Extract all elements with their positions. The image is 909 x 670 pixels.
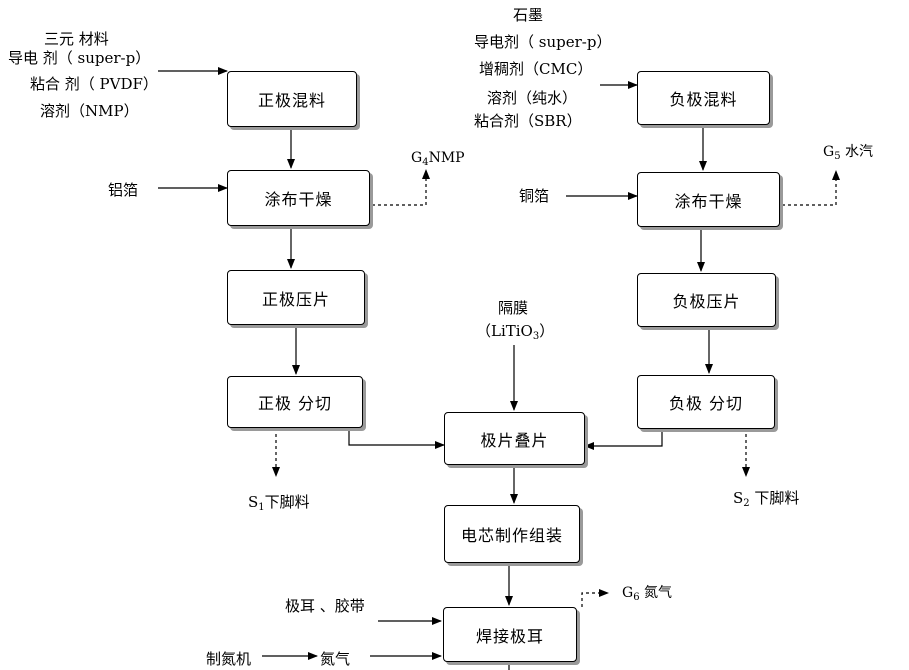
label-pos-material-4: 溶剂（NMP） <box>40 102 139 120</box>
dashed-weld-to-g6 <box>581 589 609 607</box>
label-neg-material-4: 溶剂（纯水） <box>487 89 578 107</box>
label-pos-material-3: 粘合 剂（ PVDF） <box>30 75 158 93</box>
box-assemble: 电芯制作组装 <box>444 505 580 563</box>
label-nitrogen-machine: 制氮机 <box>206 650 252 668</box>
label-g4-nmp: G4NMP <box>411 150 465 168</box>
label-al-foil: 铝箔 <box>108 181 139 199</box>
label-g6-nitrogen: G6 氮气 <box>622 585 673 603</box>
label-pos-material-2: 导电 剂（ super-p） <box>8 49 151 67</box>
box-pos-press: 正极压片 <box>227 270 365 325</box>
box-pos-cut: 正极 分切 <box>227 376 363 428</box>
arrow-pos-cut-to-stack <box>348 428 445 449</box>
box-pos-mix: 正极混料 <box>227 71 357 127</box>
box-pos-coat: 涂布干燥 <box>227 170 370 226</box>
box-neg-press: 负极压片 <box>637 273 776 327</box>
dashed-neg-coat-to-g5 <box>782 170 840 206</box>
box-stack: 极片叠片 <box>444 412 585 465</box>
box-neg-coat: 涂布干燥 <box>637 172 780 227</box>
label-separator: 隔膜 <box>498 299 529 317</box>
label-neg-material-1: 石墨 <box>513 6 544 24</box>
box-weld: 焊接极耳 <box>443 607 577 662</box>
label-neg-material-5: 粘合剂（SBR） <box>474 112 582 130</box>
dashed-pos-coat-to-g4 <box>372 169 430 206</box>
label-s2-scrap: S2 下脚料 <box>733 489 800 509</box>
label-tabs-tape: 极耳 、胶带 <box>285 597 365 615</box>
label-g5-vapor: G5 水汽 <box>823 144 874 162</box>
label-s1-scrap: S1下脚料 <box>248 493 310 513</box>
label-neg-material-3: 增稠剂（CMC） <box>479 60 593 78</box>
label-pos-material-1: 三元 材料 <box>44 30 109 48</box>
label-neg-material-2: 导电剂（ super-p） <box>474 33 612 51</box>
arrow-neg-cut-to-stack <box>584 429 663 450</box>
box-neg-mix: 负极混料 <box>637 71 770 125</box>
label-nitrogen: 氮气 <box>320 650 351 668</box>
label-separator-formula: （LiTiO3） <box>476 322 555 342</box>
label-cu-foil: 铜箔 <box>519 187 550 205</box>
box-neg-cut: 负极 分切 <box>637 375 775 429</box>
